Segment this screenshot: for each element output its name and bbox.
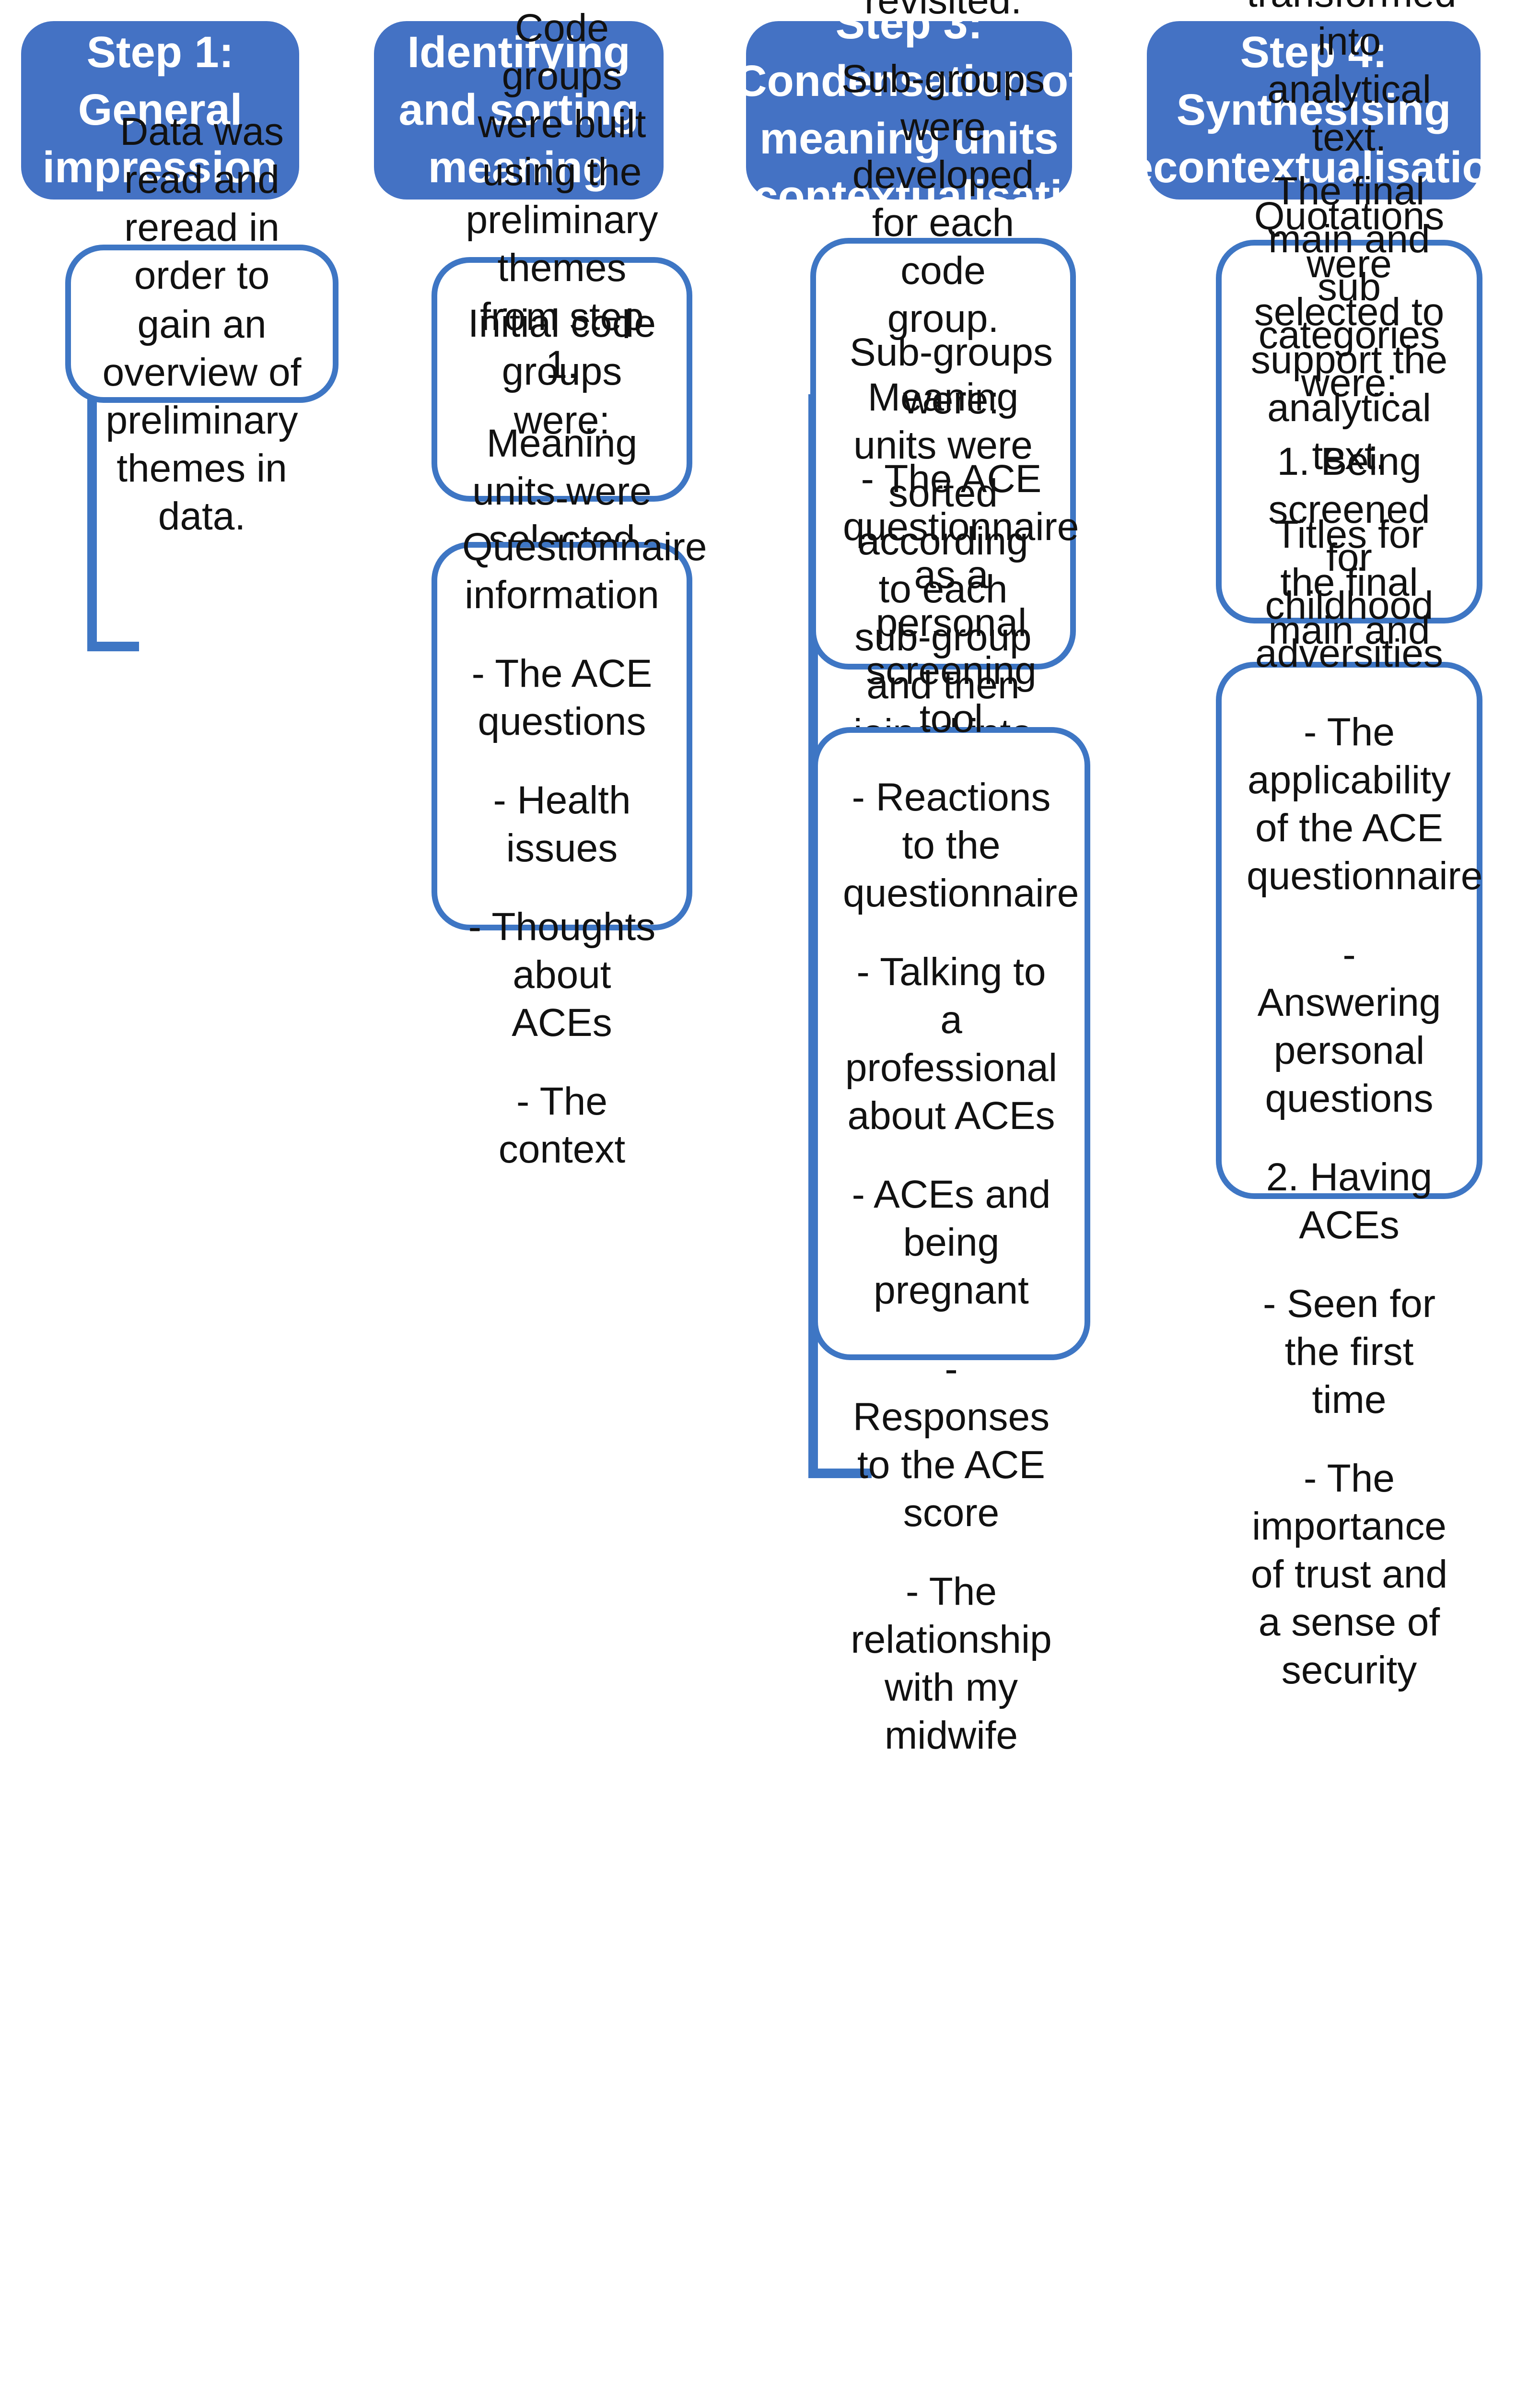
step4-box-1-para-2: Quotations were selected to support the … — [1250, 193, 1448, 478]
step3-box-2-para-5: - ACEs and being pregnant — [852, 1172, 1051, 1313]
step4-box-2-para-4: - Answering personal questions — [1257, 932, 1441, 1121]
step4-box-2-para-1: The final main and sub categories were: — [1258, 168, 1440, 405]
step-header-3[interactable]: Step 3: Condensation of meaning units (d… — [687, 0, 1131, 221]
analysis-process-flowchart: Step 1: General impression Data was read… — [21, 0, 1530, 1758]
step-header-2-label: Step 2: Identifying and sorting meaning … — [398, 0, 639, 249]
step2-box-2-para-5: - Thoughts about ACEs — [468, 904, 656, 1045]
step4-box-2-para-5: 2. Having ACEs — [1266, 1155, 1433, 1247]
step4-box-2-para-2: 1. Being screened for childhood adversit… — [1255, 439, 1443, 675]
step-header-4[interactable]: Step 4: Synthesising (recontextualisatio… — [1097, 21, 1530, 200]
step2-box-2-para-2: - Questionnaire information — [462, 476, 707, 617]
step4-box-2[interactable]: The final main and sub categories were: … — [1216, 169, 1483, 1692]
step-header-2[interactable]: Step 2: Identifying and sorting meaning … — [374, 0, 664, 249]
step4-box-2-para-6: - Seen for the first time — [1262, 1281, 1436, 1422]
step3-box-2-para-2: - The ACE questionnaire as a personal sc… — [843, 456, 1079, 741]
step-header-3-label: Step 3: Condensation of meaning units (d… — [687, 0, 1131, 221]
step2-box-1-para-1: Code groups were built using the prelimi… — [466, 6, 658, 387]
step4-box-2-para-7: - The importance of trust and a sense of… — [1250, 1456, 1448, 1693]
step3-box-2-para-4: - Talking to a professional about ACEs — [845, 949, 1058, 1138]
step1-box-1[interactable]: Data was read and reread in order to gai… — [65, 110, 338, 538]
step3-box-2-para-3: - Reactions to the questionnaire — [843, 775, 1079, 915]
step4-box-1-para-1: Meaning units were transformed into anal… — [1247, 0, 1457, 159]
step2-box-2-para-3: - The ACE questions — [471, 651, 653, 743]
step-header-4-label: Step 4: Synthesising (recontextualisatio… — [1097, 27, 1531, 192]
step2-box-2-para-6: - The context — [498, 1079, 626, 1171]
step3-box-1-para-2: Sub-groups were developed for each code … — [841, 56, 1045, 341]
step3-box-2-para-6: - Responses to the ACE score — [852, 1347, 1050, 1535]
step-header-1[interactable]: Step 1: General impression — [21, 21, 299, 200]
step1-box-1-para-1: Data was read and reread in order to gai… — [102, 109, 302, 538]
step2-box-2-para-4: - Health issues — [493, 777, 631, 870]
step4-box-2-para-3: - The applicability of the ACE questionn… — [1247, 709, 1483, 898]
step2-box-2[interactable]: Initial code groups were: - Questionnair… — [432, 302, 707, 1171]
step3-box-1-para-1: Code groups were revisited. — [841, 0, 1045, 24]
step-header-1-label: Step 1: General impression — [42, 27, 278, 192]
step3-box-2-para-7: - The relationship with my midwife — [851, 1569, 1052, 1758]
step3-box-2[interactable]: Sub-groups were: - The ACE questionnaire… — [812, 330, 1090, 1757]
step3-box-2-para-1: Sub-groups were: — [850, 329, 1053, 422]
step2-box-2-para-1: Initial code groups were: — [467, 301, 656, 442]
